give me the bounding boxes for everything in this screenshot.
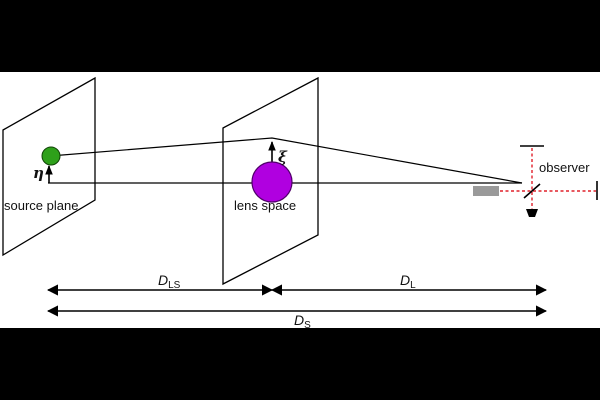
bottom-letterbox [0, 328, 600, 400]
d-l-label: DL [400, 272, 416, 291]
source-plane-label: source plane [4, 198, 78, 213]
mirror-icon [523, 183, 541, 199]
lens-space-label: lens space [234, 198, 296, 213]
d-s-label: DS [294, 312, 311, 331]
green-dot-icon [41, 146, 61, 166]
laser-device-icon [473, 186, 499, 196]
eta-label: η [33, 164, 44, 182]
detector-icon [526, 209, 538, 217]
xi-label: ξ [278, 148, 288, 166]
purple-sphere-icon [251, 161, 293, 203]
light-ray [49, 137, 523, 184]
observer-label: observer [539, 160, 590, 175]
top-letterbox [0, 0, 600, 72]
d-ls-label: DLS [158, 272, 181, 291]
